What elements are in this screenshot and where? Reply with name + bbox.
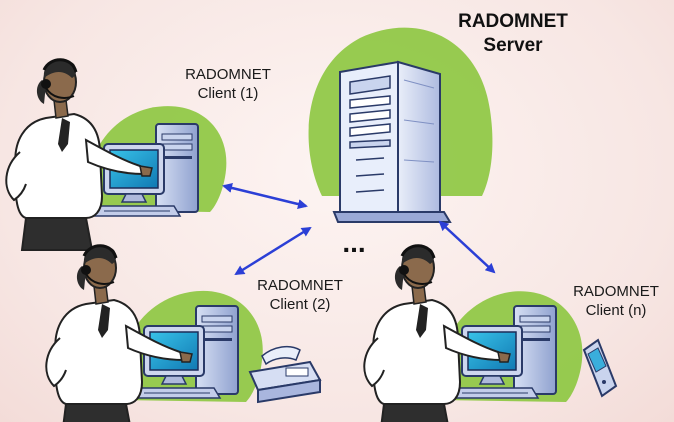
client-1-label-line2: Client (1) xyxy=(197,85,259,102)
server-node xyxy=(308,27,493,223)
client-n-label-line2: Client (n) xyxy=(585,302,647,319)
arrow-client-2-server xyxy=(234,226,312,276)
client-1-node xyxy=(4,57,227,252)
more-clients-ellipsis: ... xyxy=(342,227,365,258)
server-label-line2: Server xyxy=(483,35,543,56)
server-tower-icon xyxy=(332,60,452,223)
server-label: RADOMNET Server xyxy=(448,10,578,58)
arrow-client-1-server xyxy=(222,183,308,209)
client-n-label-line1: RADOMNET xyxy=(573,283,659,300)
mobile-phone-icon xyxy=(582,338,618,398)
server-label-line1: RADOMNET xyxy=(458,11,568,32)
client-1-label: RADOMNET Client (1) xyxy=(176,65,280,103)
client-1-label-line1: RADOMNET xyxy=(185,66,271,83)
client-2-label: RADOMNET Client (2) xyxy=(248,276,352,314)
client-2-label-line1: RADOMNET xyxy=(257,277,343,294)
arrow-client-n-server xyxy=(438,220,496,274)
client-n-label: RADOMNET Client (n) xyxy=(564,282,668,320)
client-2-node xyxy=(44,243,322,422)
client-2-label-line2: Client (2) xyxy=(269,296,331,313)
fax-machine-icon xyxy=(248,345,322,404)
client-n-node xyxy=(362,243,618,422)
